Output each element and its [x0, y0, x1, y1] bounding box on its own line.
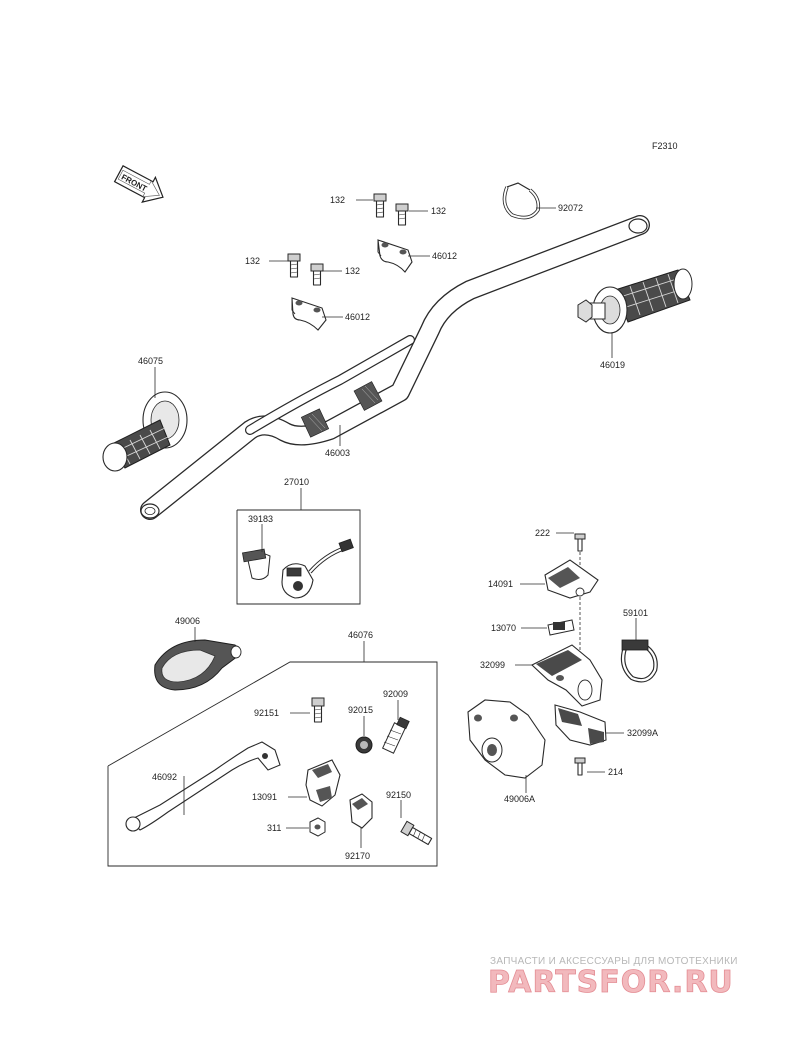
- label-132-a: 132: [330, 195, 345, 205]
- label-92150: 92150: [386, 790, 411, 800]
- bolt-92150: [400, 820, 433, 846]
- nut-311: [309, 817, 326, 837]
- label-92170: 92170: [345, 851, 370, 861]
- label-59101: 59101: [623, 608, 648, 618]
- label-14091: 14091: [488, 579, 513, 589]
- label-132-b: 132: [431, 206, 446, 216]
- housing-32099A: [554, 704, 607, 746]
- cover-14091: [544, 559, 599, 599]
- label-214: 214: [608, 767, 623, 777]
- bolt-132-b: [395, 203, 409, 226]
- label-132-c: 132: [245, 256, 260, 266]
- label-46012-b: 46012: [345, 312, 370, 322]
- label-46076: 46076: [348, 630, 373, 640]
- lever-46092: [125, 741, 281, 832]
- label-32099A: 32099A: [627, 728, 658, 738]
- part-labels: 132 132 132 132 46012 46012 92072 46019 …: [138, 195, 658, 861]
- label-92151: 92151: [254, 708, 279, 718]
- switch-assembly-27010: [236, 509, 361, 605]
- label-92015: 92015: [348, 705, 373, 715]
- lever-assembly-46076-frame: [107, 661, 438, 867]
- label-27010: 27010: [284, 477, 309, 487]
- label-46019: 46019: [600, 360, 625, 370]
- holder-46012-upper: [377, 239, 413, 273]
- bracket-13091: [305, 759, 341, 807]
- label-49006: 49006: [175, 616, 200, 626]
- label-46092: 46092: [152, 772, 177, 782]
- bolt-132-a: [373, 193, 387, 218]
- housing-32099: [531, 644, 603, 707]
- right-grip-46019: [577, 268, 693, 334]
- screw-214: [574, 757, 586, 776]
- label-32099: 32099: [480, 660, 505, 670]
- cable-adjuster-92009: [381, 716, 410, 754]
- label-132-d: 132: [345, 266, 360, 276]
- plate-13070: [547, 619, 575, 636]
- watermark-logo: PARTSFOR.RU: [488, 965, 734, 1000]
- left-grip-46075: [102, 391, 188, 472]
- cover-49006A: [467, 699, 546, 779]
- label-92009: 92009: [383, 689, 408, 699]
- label-46075: 46075: [138, 356, 163, 366]
- bolt-92151: [311, 697, 325, 723]
- handlebar-46003: [140, 215, 650, 520]
- label-13070: 13070: [491, 623, 516, 633]
- bolt-132-c: [287, 253, 301, 278]
- label-311: 311: [267, 823, 281, 833]
- label-46012-a: 46012: [432, 251, 457, 261]
- label-46003: 46003: [325, 448, 350, 458]
- leader-lines: [154, 199, 637, 848]
- label-13091: 13091: [252, 792, 277, 802]
- holder-46012-lower: [291, 297, 327, 331]
- label-92072: 92072: [558, 203, 583, 213]
- watermark-tagline: ЗАПЧАСТИ И АКСЕССУАРЫ ДЛЯ МОТОТЕХНИКИ: [490, 956, 738, 967]
- lever-cover-49006: [154, 639, 242, 691]
- front-arrow-icon: FRONT: [113, 164, 164, 203]
- figure-code: F2310: [652, 141, 678, 151]
- screw-222: [574, 533, 586, 552]
- holder-92170: [349, 793, 373, 829]
- clamp-59101: [620, 639, 658, 683]
- label-222: 222: [535, 528, 550, 538]
- label-49006A: 49006A: [504, 794, 535, 804]
- watermark: ЗАПЧАСТИ И АКСЕССУАРЫ ДЛЯ МОТОТЕХНИКИ PA…: [488, 956, 738, 1000]
- clamp-92072: [502, 182, 541, 220]
- bolt-132-d: [310, 263, 324, 286]
- adjuster-92015: [355, 736, 373, 754]
- label-39183: 39183: [248, 514, 273, 524]
